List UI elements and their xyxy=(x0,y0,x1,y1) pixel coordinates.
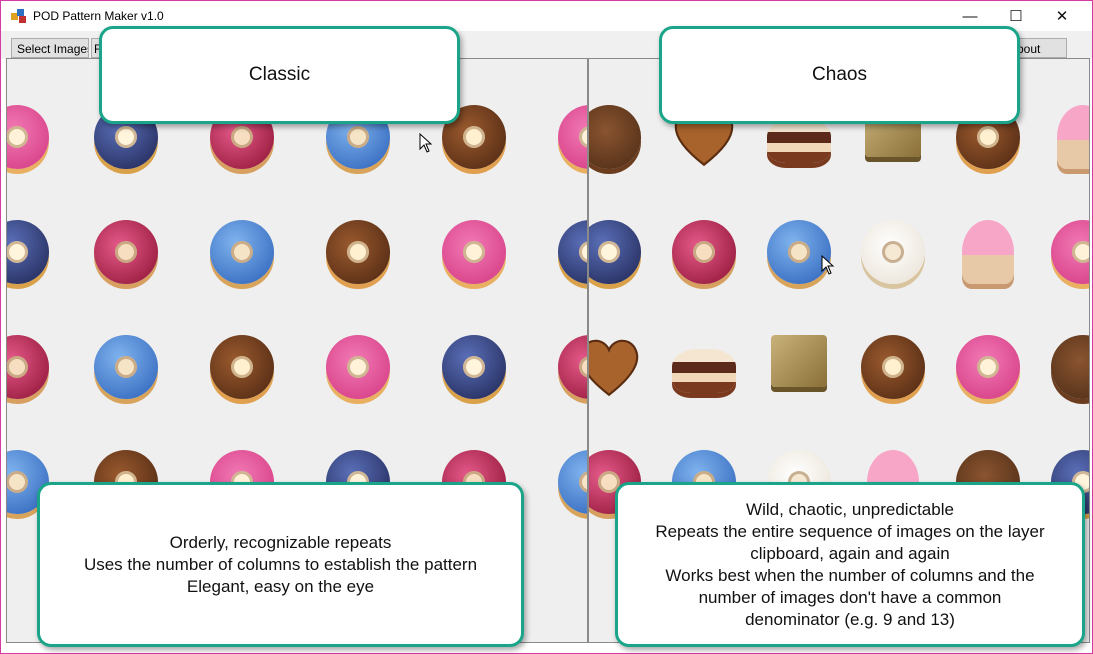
chocolate-donut-tile xyxy=(861,335,925,399)
cupcake-tile xyxy=(962,220,1014,284)
chaos-description-line: denominator (e.g. 9 and 13) xyxy=(745,609,955,629)
classic-description-line: Uses the number of columns to establish … xyxy=(83,554,478,574)
chocolate-donut-tile xyxy=(326,220,390,284)
classic-title-callout: Classic xyxy=(99,26,460,124)
donut-hole xyxy=(463,241,485,263)
donut-hole xyxy=(347,126,369,148)
donut-hole xyxy=(1072,241,1089,263)
donut-hole xyxy=(7,126,28,148)
donut-hole xyxy=(579,471,587,493)
donut-hole xyxy=(7,471,28,493)
donut-hole xyxy=(598,471,620,493)
donut-hole xyxy=(463,126,485,148)
donut-hole xyxy=(977,356,999,378)
pink-donut-tile xyxy=(7,105,49,169)
mouse-cursor-icon xyxy=(419,133,433,153)
donut-hole xyxy=(579,126,587,148)
minimize-button[interactable]: — xyxy=(962,7,978,25)
donut-hole xyxy=(977,126,999,148)
layer-cake-tile xyxy=(672,349,736,393)
pink-donut-tile xyxy=(1051,220,1089,284)
pink-donut-tile xyxy=(558,105,587,169)
chaos-description-line: Wild, chaotic, unpredictable xyxy=(746,499,954,519)
sprinkle-cookie-tile xyxy=(1051,335,1089,399)
chaos-description-line: number of images don't have a common xyxy=(698,587,1002,607)
donut-hole xyxy=(347,241,369,263)
galaxy-donut-tile xyxy=(442,335,506,399)
app-icon xyxy=(11,9,26,23)
galaxy-donut-tile xyxy=(558,220,587,284)
donut-hole xyxy=(7,356,28,378)
blue-donut-tile xyxy=(558,450,587,514)
berry-donut-tile xyxy=(7,335,49,399)
sprinkle-cookie-tile xyxy=(589,105,641,169)
blue-donut-tile xyxy=(94,335,158,399)
donut-hole xyxy=(598,241,620,263)
maximize-button[interactable]: ☐ xyxy=(1009,8,1023,25)
cupcake-tile xyxy=(1057,105,1089,169)
close-button[interactable]: ✕ xyxy=(1055,8,1069,25)
berry-donut-tile xyxy=(672,220,736,284)
window-title: POD Pattern Maker v1.0 xyxy=(33,9,164,23)
donut-hole xyxy=(231,126,253,148)
donut-hole xyxy=(115,356,137,378)
donut-hole xyxy=(115,241,137,263)
select-images-button[interactable]: Select Images xyxy=(11,38,89,58)
classic-description-line: Orderly, recognizable repeats xyxy=(169,532,392,552)
donut-hole xyxy=(788,241,810,263)
donut-hole xyxy=(579,356,587,378)
donut-hole xyxy=(693,241,715,263)
galaxy-donut-tile xyxy=(7,220,49,284)
classic-title: Classic xyxy=(248,64,311,85)
blue-donut-tile xyxy=(767,220,831,284)
pink-donut-tile xyxy=(442,220,506,284)
sprinkle-donut-tile xyxy=(861,220,925,284)
chaos-description-line: Works best when the number of columns an… xyxy=(665,565,1035,585)
donut-hole xyxy=(115,126,137,148)
chaos-title-callout: Chaos xyxy=(659,26,1020,124)
berry-donut-tile xyxy=(558,335,587,399)
chaos-description-callout: Wild, chaotic, unpredictable Repeats the… xyxy=(615,482,1085,647)
berry-donut-tile xyxy=(94,220,158,284)
donut-hole xyxy=(579,241,587,263)
donut-hole xyxy=(231,356,253,378)
gift-box-tile xyxy=(771,335,827,387)
pink-donut-tile xyxy=(956,335,1020,399)
donut-hole xyxy=(882,356,904,378)
heart-waffle-tile xyxy=(589,339,639,397)
layer-cake-tile xyxy=(767,119,831,163)
classic-description-callout: Orderly, recognizable repeats Uses the n… xyxy=(37,482,524,647)
chaos-description-line: clipboard, again and again xyxy=(750,543,950,563)
donut-hole xyxy=(231,241,253,263)
chaos-title: Chaos xyxy=(812,64,867,85)
chocolate-donut-tile xyxy=(210,335,274,399)
donut-hole xyxy=(463,356,485,378)
pink-donut-tile xyxy=(326,335,390,399)
classic-description-line: Elegant, easy on the eye xyxy=(186,576,375,596)
mouse-cursor-icon xyxy=(821,255,835,275)
blue-donut-tile xyxy=(210,220,274,284)
galaxy-donut-tile xyxy=(589,220,641,284)
donut-hole xyxy=(347,356,369,378)
donut-hole xyxy=(7,241,28,263)
chaos-description-line: Repeats the entire sequence of images on… xyxy=(655,521,1045,541)
donut-hole xyxy=(882,241,904,263)
